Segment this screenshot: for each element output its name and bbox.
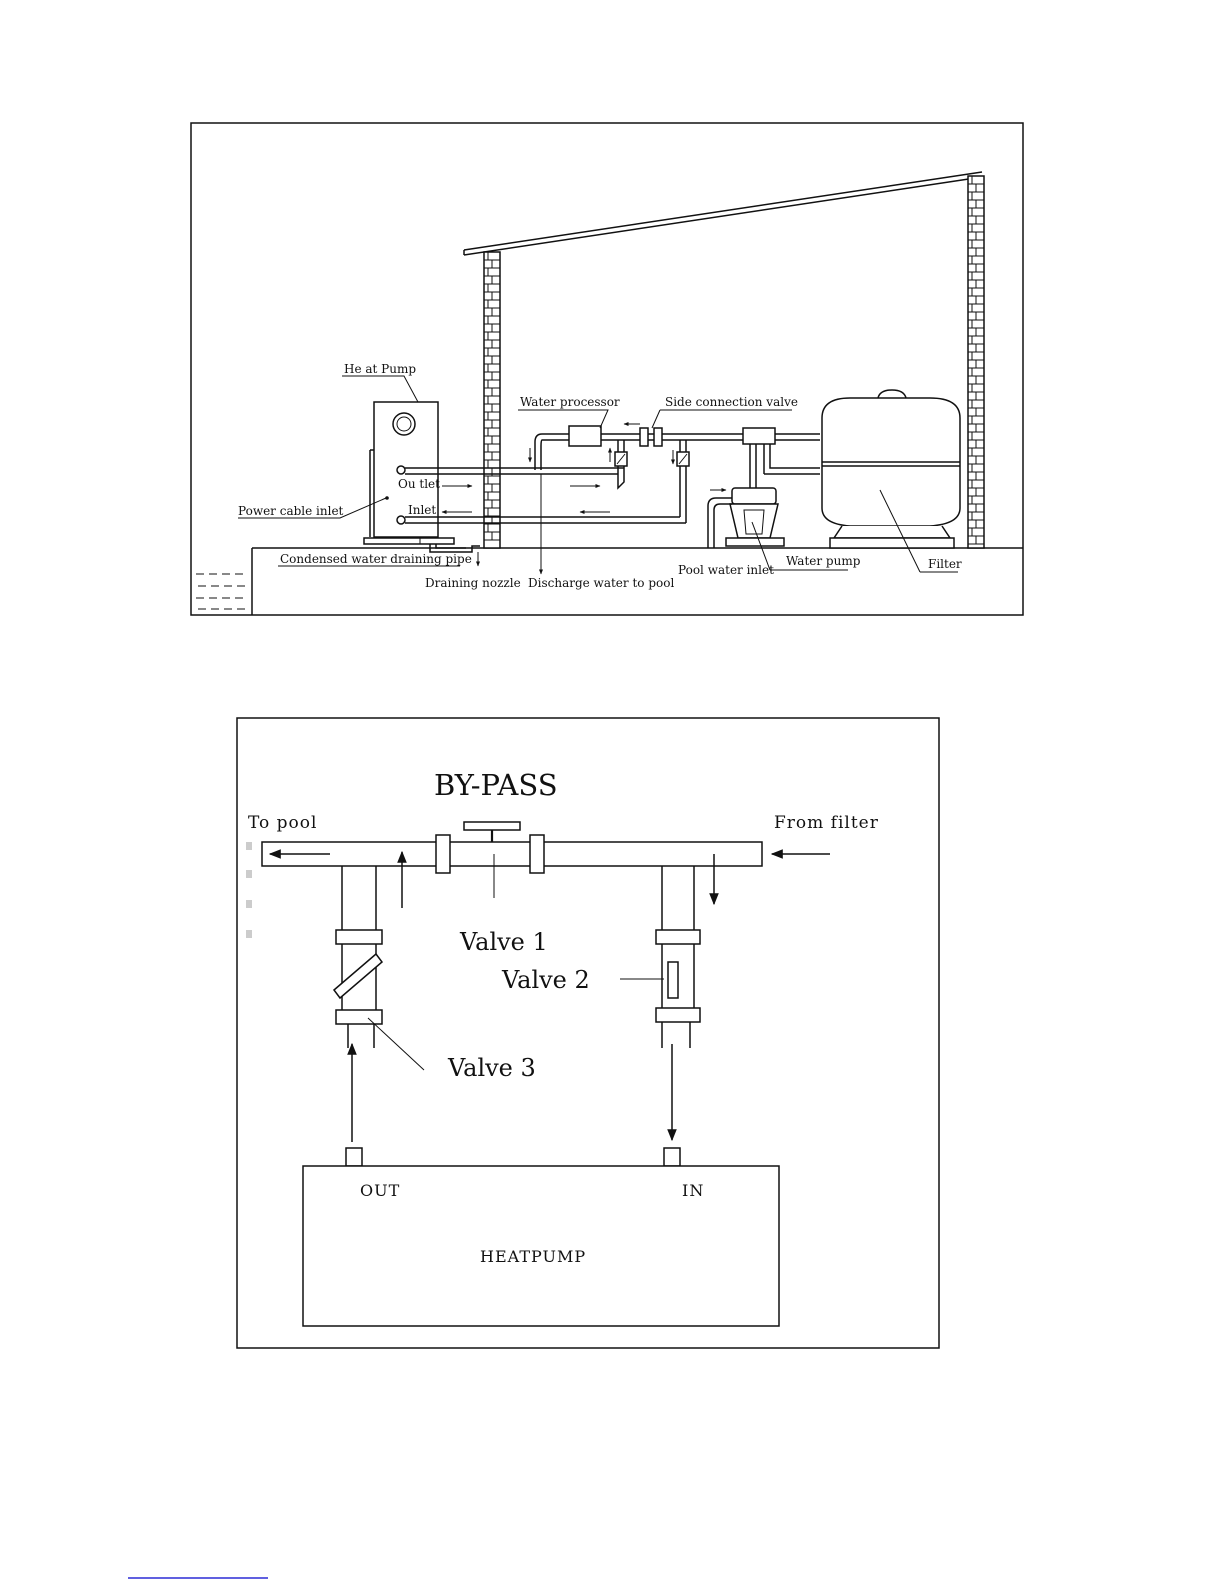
pool-water: [196, 548, 252, 615]
roof: [464, 172, 982, 255]
label-valve-2: Valve 2: [501, 966, 590, 994]
water-pump: [708, 488, 784, 548]
bypass-title: BY-PASS: [434, 768, 558, 802]
label-outlet: Ou tlet: [398, 477, 440, 491]
main-pipe: [600, 434, 820, 446]
valve-1: [436, 822, 544, 898]
heatpump-box: [303, 1148, 779, 1326]
label-pool-water-inlet: Pool water inlet: [678, 563, 774, 577]
valve-2: [668, 962, 678, 998]
right-vertical-pipe: [620, 866, 700, 1048]
label-in: IN: [682, 1181, 704, 1200]
label-heat-pump: He at Pump: [344, 362, 416, 376]
label-out: OUT: [360, 1181, 400, 1200]
filter-tank: [822, 390, 960, 548]
bypass-diagram: BY-PASS To pool From filter: [237, 718, 939, 1348]
left-vertical-pipe: [334, 866, 424, 1070]
label-inlet: Inlet: [408, 503, 436, 517]
label-from-filter: From filter: [774, 813, 879, 833]
label-valve-1: Valve 1: [459, 928, 548, 956]
right-brick-wall: [968, 176, 984, 548]
label-water-pump: Water pump: [786, 554, 861, 568]
label-power-cable-inlet: Power cable inlet: [238, 504, 344, 518]
label-side-connection-valve: Side connection valve: [665, 395, 798, 409]
left-brick-wall: [484, 252, 500, 548]
label-discharge-to-pool: Discharge water to pool: [528, 576, 674, 590]
bypass-flow-arrows: [270, 852, 830, 1142]
installation-diagram: He at Pump Water processor Side connecti…: [191, 123, 1023, 615]
multiport-valve: [743, 428, 820, 490]
label-condensed-water-pipe: Condensed water draining pipe: [280, 552, 472, 566]
label-water-processor: Water processor: [520, 395, 620, 409]
label-filter: Filter: [928, 557, 962, 571]
label-draining-nozzle: Draining nozzle: [425, 576, 521, 590]
water-processor: [535, 426, 601, 470]
label-heatpump: HEATPUMP: [480, 1247, 586, 1266]
label-valve-3: Valve 3: [447, 1054, 536, 1082]
bypass-main-pipe: [262, 842, 762, 866]
scan-artifacts: [246, 842, 252, 938]
label-to-pool: To pool: [248, 813, 317, 833]
valve-3: [334, 954, 382, 998]
